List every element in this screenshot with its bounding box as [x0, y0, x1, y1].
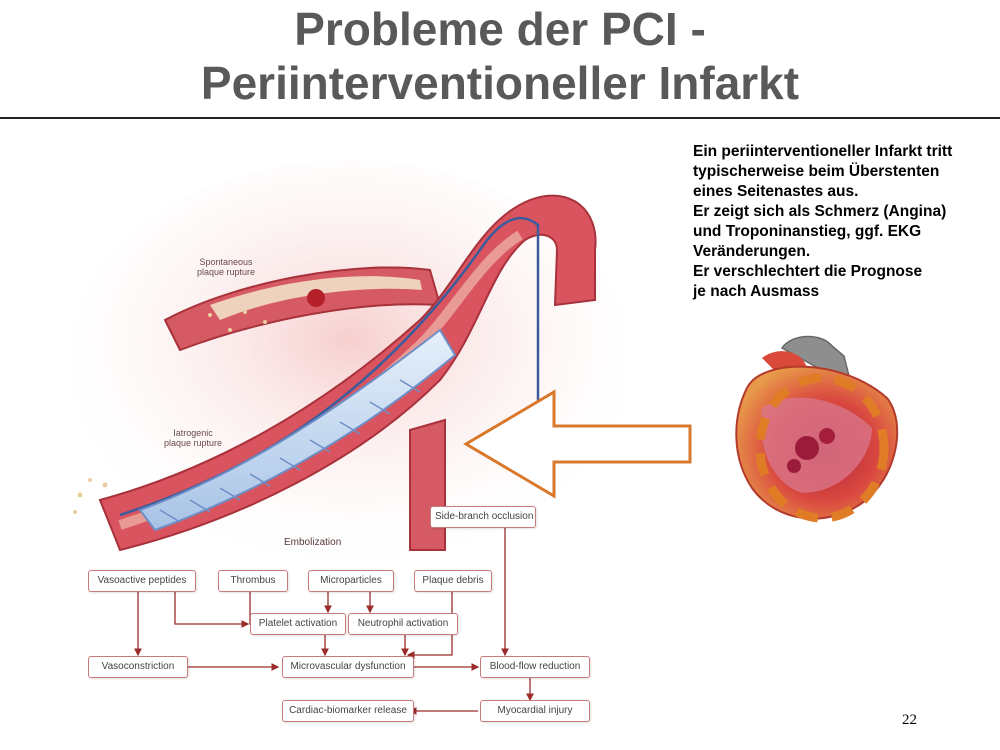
myocardial-injury-box: Myocardial injury [480, 700, 590, 722]
spontaneous-line-2: plaque rupture [196, 267, 256, 277]
slide-title: Probleme der PCI - Periinterventioneller… [0, 2, 1000, 110]
embolization-label: Embolization [284, 537, 342, 548]
description-line: und Troponinanstieg, ggf. EKG [693, 223, 922, 240]
description-line: typischerweise beim Überstenten [693, 163, 940, 180]
iatrogenic-line-1: Iatrogenic [173, 428, 213, 438]
side-branch-occlusion-box: Side-branch occlusion [430, 506, 536, 528]
description-line: Er zeigt sich als Schmerz (Angina) [693, 203, 947, 220]
microvascular-dysfunction-box: Microvascular dysfunction [282, 656, 414, 678]
iatrogenic-line-2: plaque rupture [163, 438, 223, 448]
description-text: Ein periinterventioneller Infarkt tritt … [693, 142, 993, 302]
vasoconstriction-box: Vasoconstriction [88, 656, 188, 678]
platelet-activation-box: Platelet activation [250, 613, 346, 635]
pci-vessel-illustration [70, 160, 620, 560]
thrombus-box: Thrombus [218, 570, 288, 592]
iatrogenic-rupture-label: Iatrogenic plaque rupture [153, 428, 233, 448]
title-divider [0, 117, 1000, 119]
description-line: je nach Ausmass [693, 283, 820, 300]
description-line: Er verschlechtert die Prognose [693, 263, 923, 280]
heart-infarct-illustration [735, 335, 899, 523]
description-line: eines Seitenastes aus. [693, 183, 859, 200]
title-line-2: Periinterventioneller Infarkt [200, 57, 800, 109]
page-number: 22 [902, 712, 917, 728]
title-line-1: Probleme der PCI - [294, 3, 706, 55]
spontaneous-rupture-label: Spontaneous plaque rupture [186, 257, 266, 277]
description-line: Veränderungen. [693, 243, 811, 260]
description-line: Ein periinterventioneller Infarkt tritt [693, 143, 953, 160]
vasoactive-peptides-box: Vasoactive peptides [88, 570, 196, 592]
pointer-arrow [463, 389, 692, 499]
spontaneous-line-1: Spontaneous [199, 257, 253, 267]
cardiac-biomarker-release-box: Cardiac-biomarker release [282, 700, 414, 722]
blood-flow-reduction-box: Blood-flow reduction [480, 656, 590, 678]
microparticles-box: Microparticles [308, 570, 394, 592]
neutrophil-activation-box: Neutrophil activation [348, 613, 458, 635]
plaque-debris-box: Plaque debris [414, 570, 492, 592]
